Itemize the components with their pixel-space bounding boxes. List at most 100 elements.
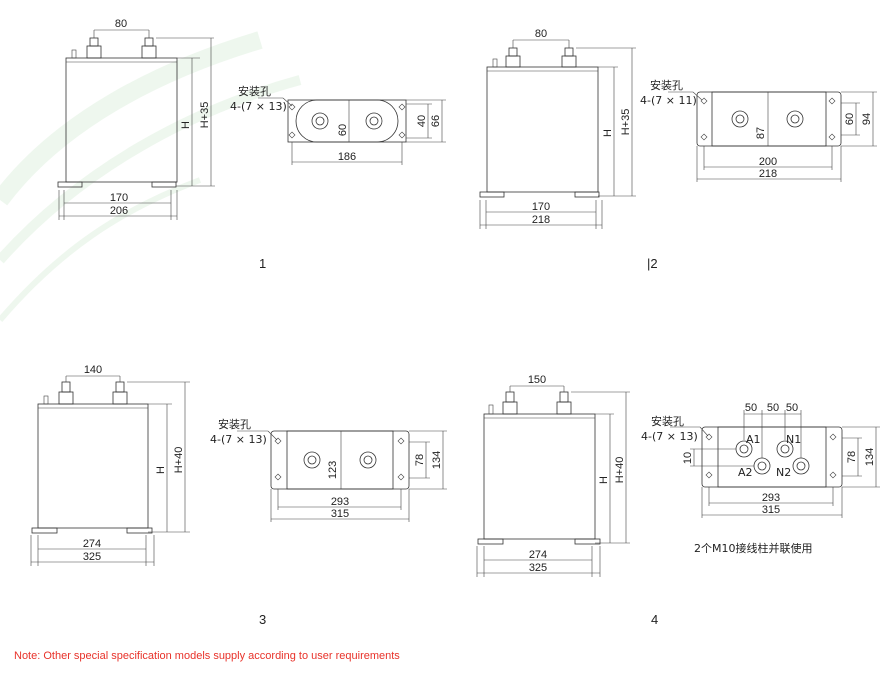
footer-note: Note: Other special specification models… [14,650,400,662]
dim-top-width: 80 [535,28,547,40]
terminal-left [86,37,102,59]
diagram-2: 80 H H+35 170 218 安装孔 4-(7 × 11) 87 [479,28,877,271]
terminal-label-a1: A1 [746,433,761,446]
dim-height-total: H+35 [199,102,211,129]
capacitor-body [483,413,596,540]
dim-height: H [180,121,192,129]
dim-top-width: 80 [115,18,127,30]
dim-top-width: 140 [84,364,102,376]
diagram-number-2: |2 [647,256,658,271]
mount-holes [700,97,836,141]
base-foot-right [126,527,153,534]
mount-plate [270,430,410,490]
body-outline [717,426,827,488]
top-view-3: 安装孔 4-(7 × 13) 123 78 134 293 315 [210,417,447,522]
dim-height: H [602,129,614,137]
top-view-4: A1 N1 A2 N2 50 50 50 10 安装孔 4-(7 × 13) 7… [641,402,880,555]
hole-spec: 4-(7 × 11) [640,94,697,107]
side-view-3: 140 H H+40 274 325 [30,364,190,566]
base-foot-left [477,538,504,545]
terminal-1 [731,110,749,128]
dim-base-inner: 170 [532,201,550,213]
capacitor-body [65,57,178,183]
dim-height-total: H+40 [614,457,626,484]
dim-base-outer: 325 [529,562,547,574]
diagram-4: 150 H H+40 274 325 A1 N1 A2 [476,374,880,627]
dim-base-inner: 170 [110,192,128,204]
side-view-1: 80 H H+35 170 206 [57,18,215,220]
base-foot-right [151,181,177,188]
terminal-1 [311,112,329,130]
terminal-n1 [776,440,794,458]
terminal-label-a2: A2 [738,466,753,479]
dim-base-inner: 274 [529,549,547,561]
terminal-right [556,401,572,415]
dim-inner-h: 87 [755,127,767,139]
dim-h2: 94 [861,113,873,125]
hole-label: 安装孔 [651,414,684,428]
terminal-a2 [753,457,771,475]
terminal-2 [786,110,804,128]
diagram-number-1: 1 [259,256,266,271]
body-outline [711,91,827,147]
hole-label: 安装孔 [650,78,683,92]
terminal-left [502,401,518,415]
hole-spec: 4-(7 × 13) [210,433,267,446]
mount-plate [701,426,843,488]
hole-spec: 4-(7 × 13) [641,430,698,443]
dim-w2: 315 [762,504,780,516]
terminal-n2 [792,457,810,475]
diagram-3: 140 H H+40 274 325 安装孔 4-(7 × 13) 12 [30,364,447,627]
dim-base-outer: 218 [532,214,550,226]
dim-spacing-2: 50 [767,402,779,414]
background-watermark [0,31,302,322]
dim-width: 186 [338,151,356,163]
mount-holes [705,433,837,479]
base-foot-left [31,527,58,534]
dim-h2: 134 [431,451,443,469]
dim-height: H [598,476,610,484]
terminal-left [58,391,74,405]
hole-label: 安装孔 [218,417,251,431]
dim-h1: 60 [844,113,856,125]
top-view-1: 安装孔 4-(7 × 13) 60 40 66 186 [230,84,446,165]
mount-holes [288,103,406,139]
dim-h2: 66 [430,115,442,127]
dim-base-inner: 274 [83,538,101,550]
terminal-caption: 2个M10接线柱并联使用 [694,541,813,555]
terminal-right [112,391,128,405]
side-view-4: 150 H H+40 274 325 [476,374,630,577]
dim-height-total: H+40 [173,447,185,474]
dim-w1: 200 [759,156,777,168]
dim-w1: 293 [762,492,780,504]
capacitor-body [37,403,149,529]
terminal-right [141,37,157,59]
dim-h2: 134 [864,448,876,466]
terminal-label-n1: N1 [786,433,801,446]
dim-left-h: 10 [682,452,694,464]
base-foot-right [574,538,601,545]
terminal-1 [303,451,321,469]
dim-height-total: H+35 [620,109,632,136]
dim-top-width: 150 [528,374,546,386]
dim-h1: 78 [846,451,858,463]
dim-w1: 293 [331,496,349,508]
dim-h1: 78 [414,454,426,466]
dim-spacing-3: 50 [786,402,798,414]
dim-base-outer: 325 [83,551,101,563]
dim-h1: 40 [416,115,428,127]
terminal-right [561,55,577,68]
dim-w2: 315 [331,508,349,520]
terminal-left [505,55,521,68]
diagram-number-4: 4 [651,612,658,627]
terminal-label-n2: N2 [776,466,791,479]
base-foot-left [57,181,83,188]
base-foot-right [574,191,600,198]
diagram-number-3: 3 [259,612,266,627]
dim-inner-h: 123 [327,461,339,479]
body-outline [286,430,394,490]
hole-spec: 4-(7 × 13) [230,100,287,113]
base-foot-left [479,191,505,198]
dim-spacing-1: 50 [745,402,757,414]
